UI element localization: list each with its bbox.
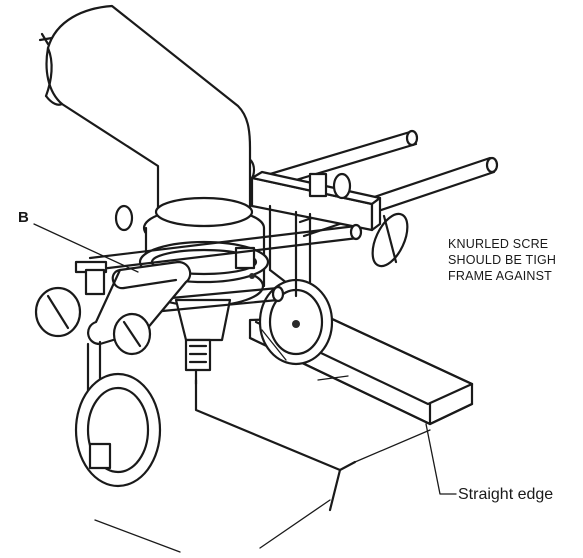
left-caster — [74, 340, 162, 488]
note-line: SHOULD BE TIGH — [448, 253, 557, 267]
rear-rods — [248, 129, 499, 238]
callout-b-label: B — [18, 209, 29, 226]
elbow-pipe — [38, 4, 252, 212]
note-line: KNURLED SCRE — [448, 237, 549, 251]
note-line: FRAME AGAINST — [448, 269, 553, 283]
right-wheel — [258, 278, 334, 366]
knurled-screw-note: KNURLED SCRE SHOULD BE TIGH FRAME AGAINS… — [448, 236, 556, 284]
spindle — [174, 298, 232, 386]
straight-edge-leader — [425, 423, 457, 495]
right-frame — [250, 170, 382, 294]
right-knurled-screw — [371, 212, 409, 268]
left-frame — [34, 260, 192, 356]
straight-edge-label: Straight edge — [458, 486, 554, 503]
callout-b-leader — [33, 223, 139, 273]
